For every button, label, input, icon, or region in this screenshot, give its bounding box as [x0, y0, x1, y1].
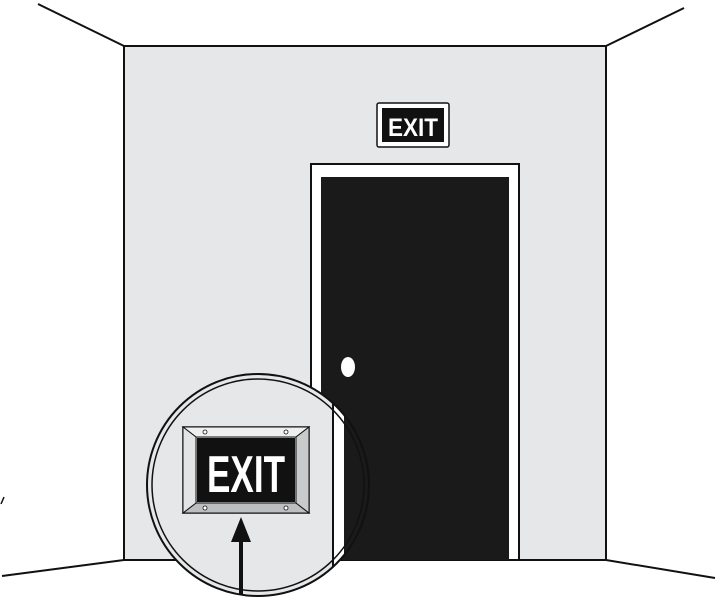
detail-exit-sign: EXIT: [183, 427, 309, 513]
doorknob: [341, 357, 355, 377]
top-exit-sign-label: EXIT: [388, 114, 438, 142]
stray-mark: [1, 497, 4, 504]
detail-exit-sign-label: EXIT: [207, 446, 285, 504]
top-exit-sign: EXIT: [377, 103, 449, 147]
